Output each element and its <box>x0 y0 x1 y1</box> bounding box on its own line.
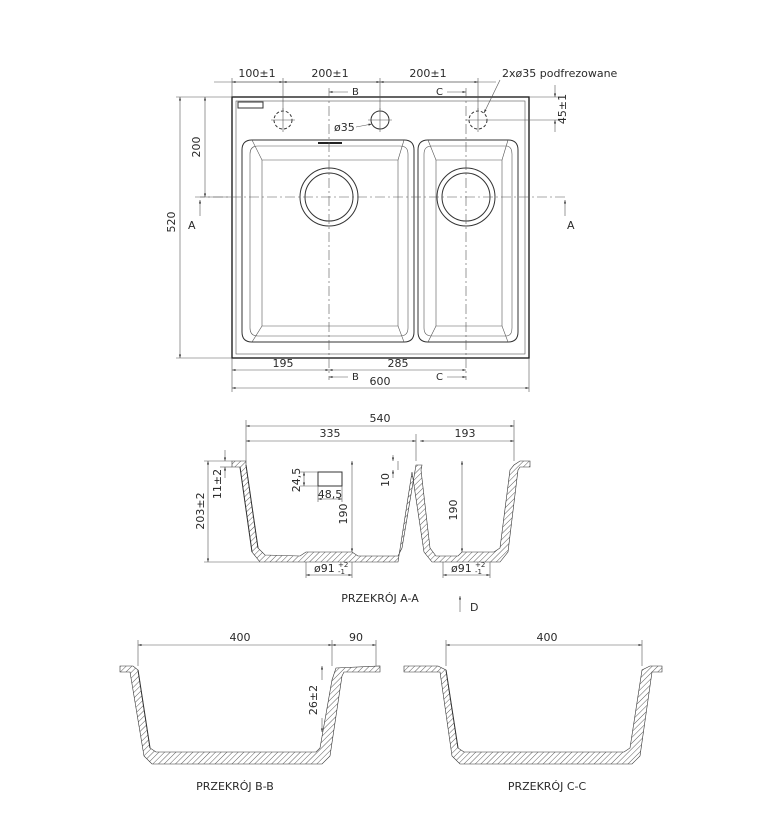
mark-d: D <box>470 601 478 614</box>
dim-200-left: 200±1 <box>311 67 348 80</box>
profile-bb <box>119 665 381 765</box>
svg-text:-1: -1 <box>475 568 482 576</box>
dim-d91-small: ø91 <box>451 562 472 575</box>
logo-plate <box>237 101 264 109</box>
dim-100: 100±1 <box>238 67 275 80</box>
overflow-slot <box>317 471 343 487</box>
sink-outline <box>231 96 530 359</box>
dim-285: 285 <box>388 357 409 370</box>
dim-193: 193 <box>455 427 476 440</box>
label-section-cc: PRZEKRÓJ C-C <box>508 780 587 793</box>
mark-c-bottom: C <box>436 372 443 383</box>
dim-26: 26±2 <box>307 685 320 715</box>
label-section-bb: PRZEKRÓJ B-B <box>196 780 274 793</box>
section-bb: 400 90 26±2 PRZEKRÓJ B-B <box>119 631 381 793</box>
dim-200-vertical: 200 <box>190 137 203 158</box>
dim-203: 203±2 <box>194 492 207 529</box>
dim-195: 195 <box>273 357 294 370</box>
small-bowl <box>417 139 519 343</box>
dim-10: 10 <box>379 473 392 487</box>
holes-note: 2xø35 podfrezowane <box>502 67 618 80</box>
mark-c-top: C <box>436 87 443 98</box>
svg-text:+2: +2 <box>338 561 348 569</box>
profile-cc <box>403 665 663 765</box>
dim-200-right: 200±1 <box>409 67 446 80</box>
dim-45: 45±1 <box>556 94 569 124</box>
dim-d91-large: ø91 <box>314 562 335 575</box>
dim-d35: ø35 <box>334 121 355 134</box>
mark-b-bottom: B <box>352 372 359 383</box>
dim-90: 90 <box>349 631 363 644</box>
sink-outline-inner <box>235 100 526 355</box>
section-cc: 400 PRZEKRÓJ C-C <box>403 631 663 793</box>
dim-400-cc: 400 <box>537 631 558 644</box>
profile-aa <box>231 460 531 563</box>
dim-600: 600 <box>370 375 391 388</box>
mark-a-left: A <box>188 219 196 232</box>
label-section-aa: PRZEKRÓJ A-A <box>341 592 419 605</box>
tap-holes <box>271 108 490 132</box>
dim-190-large: 190 <box>337 504 350 525</box>
svg-text:+2: +2 <box>475 561 485 569</box>
svg-text:-1: -1 <box>338 568 345 576</box>
large-bowl <box>241 139 415 343</box>
mark-b-top: B <box>352 87 359 98</box>
top-view: 100±1 200±1 200±1 2xø35 podfrezowane B C… <box>165 67 618 392</box>
dim-48-5: 48,5 <box>318 488 343 501</box>
section-aa: 540 335 193 11±2 203±2 24,5 48,5 10 190 <box>194 412 531 614</box>
dim-540: 540 <box>370 412 391 425</box>
mark-a-right: A <box>567 219 575 232</box>
dim-24-5: 24,5 <box>290 468 303 493</box>
dim-400-bb: 400 <box>230 631 251 644</box>
dim-11: 11±2 <box>211 469 224 499</box>
dim-190-small: 190 <box>447 500 460 521</box>
dim-335: 335 <box>320 427 341 440</box>
dim-520: 520 <box>165 212 178 233</box>
